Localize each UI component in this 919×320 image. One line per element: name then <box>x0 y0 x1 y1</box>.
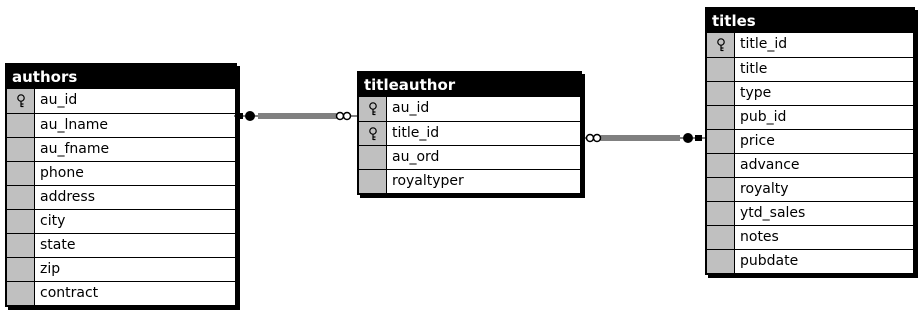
column-row[interactable]: price <box>707 129 913 153</box>
row-selector[interactable] <box>707 33 735 57</box>
row-selector[interactable] <box>707 106 735 129</box>
primary-key-icon <box>368 126 377 140</box>
column-name: pub_id <box>740 109 787 125</box>
column-name: au_ord <box>392 149 440 165</box>
column-name: contract <box>40 285 99 301</box>
column-row[interactable]: notes <box>707 225 913 249</box>
titleauthor-table-title[interactable]: titleauthor <box>359 73 580 97</box>
column-name: title_id <box>392 125 440 141</box>
column-row[interactable]: advance <box>707 153 913 177</box>
column-name: type <box>740 85 772 101</box>
column-name: city <box>40 213 66 229</box>
many-end-infinity-icon <box>342 111 352 121</box>
titleauthor-table[interactable]: titleauthor au_id title_id au_ord royaltype… <box>357 71 582 195</box>
column-row[interactable]: title_id <box>707 33 913 57</box>
row-selector[interactable] <box>707 226 735 249</box>
column-row[interactable]: au_lname <box>7 113 235 137</box>
many-end-infinity-icon <box>592 133 602 143</box>
row-selector[interactable] <box>359 170 387 193</box>
column-row[interactable]: ytd_sales <box>707 201 913 225</box>
one-end-key-icon <box>683 133 693 143</box>
titles-table-title[interactable]: titles <box>707 9 913 33</box>
relationship-authors-titleauthor[interactable] <box>234 111 357 121</box>
column-row[interactable]: state <box>7 233 235 257</box>
many-end-infinity-icon <box>585 133 595 143</box>
column-row[interactable]: title_id <box>359 121 580 145</box>
column-row[interactable]: city <box>7 209 235 233</box>
column-row[interactable]: au_fname <box>7 137 235 161</box>
column-name: pubdate <box>740 253 799 269</box>
column-row[interactable]: address <box>7 185 235 209</box>
column-name: royalty <box>740 181 789 197</box>
column-name: phone <box>40 165 84 181</box>
row-selector[interactable] <box>7 258 35 281</box>
column-name: au_id <box>40 92 78 108</box>
column-row[interactable]: pubdate <box>707 249 913 273</box>
column-name: au_fname <box>40 141 110 157</box>
column-name: au_id <box>392 100 430 116</box>
column-row[interactable]: type <box>707 81 913 105</box>
row-selector[interactable] <box>7 210 35 233</box>
many-end-infinity-icon <box>335 111 345 121</box>
column-row[interactable]: pub_id <box>707 105 913 129</box>
row-selector[interactable] <box>7 89 35 113</box>
column-row[interactable]: contract <box>7 281 235 305</box>
row-selector[interactable] <box>7 186 35 209</box>
primary-key-icon <box>16 94 25 108</box>
row-selector[interactable] <box>359 97 387 121</box>
one-end-key-icon <box>236 113 243 119</box>
column-name: price <box>740 133 775 149</box>
column-name: notes <box>740 229 779 245</box>
one-end-key-icon <box>245 111 255 121</box>
row-selector[interactable] <box>707 250 735 273</box>
row-selector[interactable] <box>707 202 735 225</box>
one-end-key-icon <box>695 135 702 141</box>
relationship-titleauthor-titles[interactable] <box>581 133 705 143</box>
column-name: au_lname <box>40 117 109 133</box>
row-selector[interactable] <box>7 162 35 185</box>
primary-key-icon <box>368 102 377 116</box>
column-row[interactable]: au_id <box>7 89 235 113</box>
column-row[interactable]: royalty <box>707 177 913 201</box>
row-selector[interactable] <box>707 130 735 153</box>
column-row[interactable]: title <box>707 57 913 81</box>
column-name: address <box>40 189 96 205</box>
column-name: title_id <box>740 36 788 52</box>
column-name: state <box>40 237 76 253</box>
row-selector[interactable] <box>707 58 735 81</box>
row-selector[interactable] <box>7 138 35 161</box>
row-selector[interactable] <box>7 282 35 305</box>
row-selector[interactable] <box>7 234 35 257</box>
column-name: title <box>740 61 768 77</box>
column-row[interactable]: au_id <box>359 97 580 121</box>
column-name: advance <box>740 157 800 173</box>
column-row[interactable]: royaltyper <box>359 169 580 193</box>
row-selector[interactable] <box>7 114 35 137</box>
column-row[interactable]: phone <box>7 161 235 185</box>
authors-table-title[interactable]: authors <box>7 65 235 89</box>
column-row[interactable]: zip <box>7 257 235 281</box>
row-selector[interactable] <box>707 154 735 177</box>
row-selector[interactable] <box>707 178 735 201</box>
column-name: ytd_sales <box>740 205 806 221</box>
column-name: royaltyper <box>392 173 464 189</box>
column-name: zip <box>40 261 61 277</box>
row-selector[interactable] <box>359 122 387 145</box>
primary-key-icon <box>716 38 725 52</box>
row-selector[interactable] <box>707 82 735 105</box>
row-selector[interactable] <box>359 146 387 169</box>
column-row[interactable]: au_ord <box>359 145 580 169</box>
